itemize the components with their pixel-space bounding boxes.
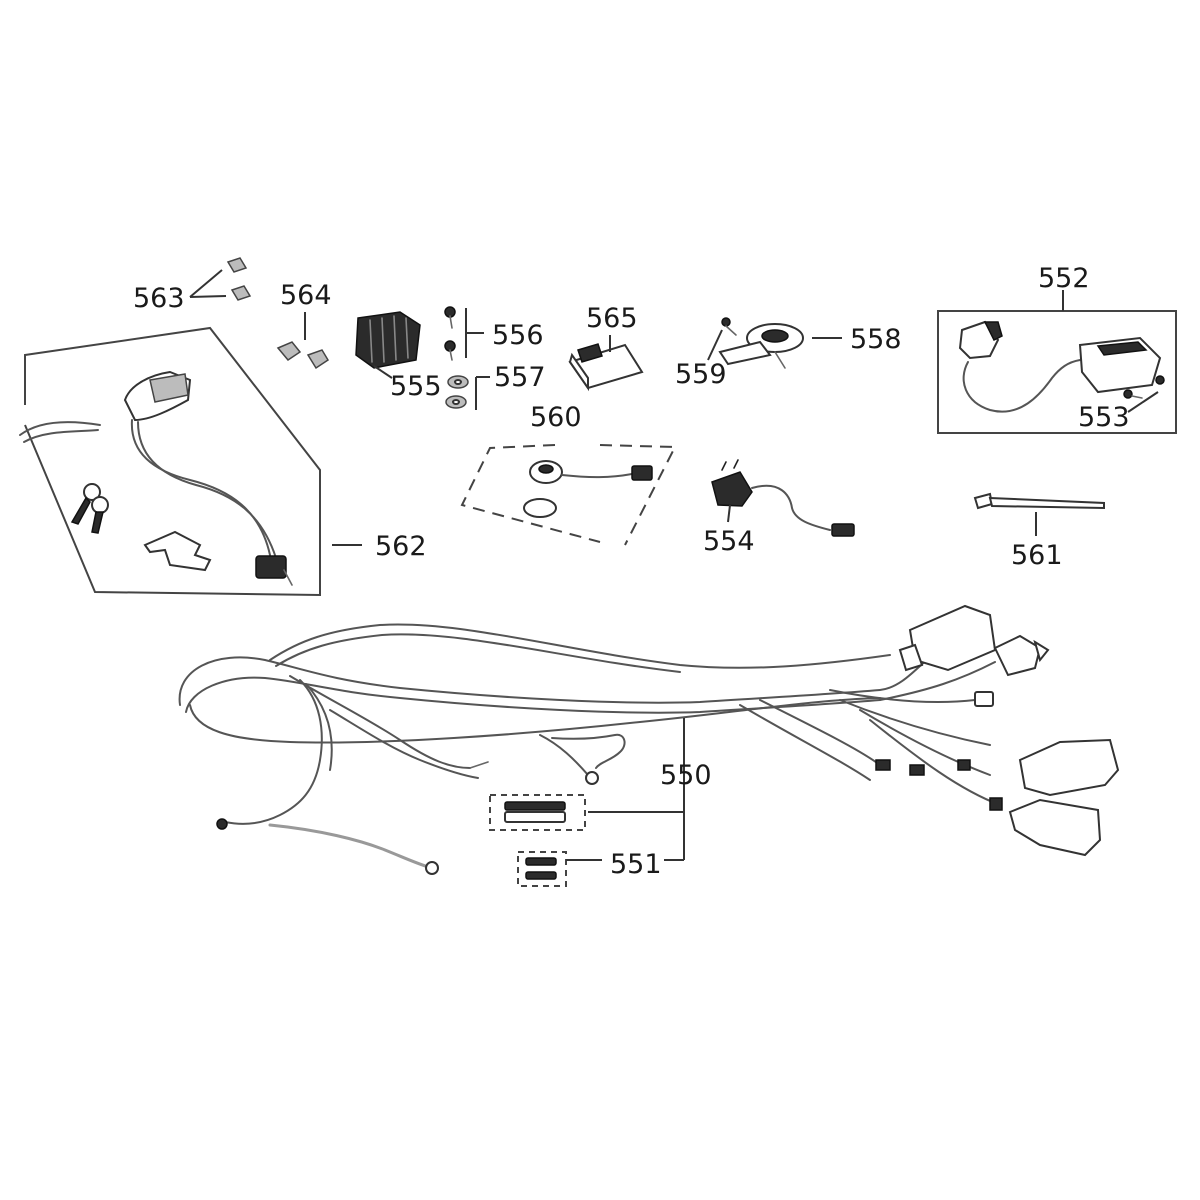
bolts-563-icon [189, 257, 252, 301]
callout-556: 556 [492, 320, 544, 351]
cdi-unit-565-icon [568, 335, 644, 392]
harness-connector-top-right-icon [993, 634, 1050, 677]
fuse-holder-icon [489, 794, 586, 831]
fuses-551-icon [517, 851, 684, 887]
starter-relay-554-icon [711, 459, 855, 537]
screw-559-icon [707, 317, 737, 361]
cable-tie-561-icon [973, 492, 1105, 536]
switch-bracket-icon [143, 530, 212, 572]
callout-559: 559 [675, 359, 727, 390]
horn-558-icon [718, 323, 842, 369]
callout-553: 553 [1078, 402, 1130, 433]
relay-560-group [460, 444, 677, 546]
callout-550: 550 [660, 760, 712, 791]
harness-connector-small-icon [974, 691, 994, 707]
nuts-564-icon [276, 312, 330, 370]
harness-connector-right-icon [1018, 738, 1120, 797]
screws-556-icon [444, 306, 484, 361]
callout-562: 562 [375, 531, 427, 562]
main-wiring-harness-550-icon [178, 604, 1120, 875]
ignition-switch-icon [123, 370, 293, 586]
washers-557-icon [445, 375, 490, 410]
coil-bolts-553-icon [1123, 375, 1165, 413]
callout-554: 554 [703, 526, 755, 557]
harness-connector-bottom-icon [1008, 798, 1102, 857]
callout-563: 563 [133, 283, 185, 314]
ignition-switch-group [19, 326, 321, 597]
callout-551: 551 [610, 849, 662, 880]
callout-560: 560 [530, 402, 582, 433]
callout-561: 561 [1011, 540, 1063, 571]
relay-560-icon [523, 460, 653, 518]
regulator-555-icon [355, 311, 421, 379]
spark-plug-cap-icon [958, 320, 1003, 360]
callout-557: 557 [494, 362, 546, 393]
harness-connector-top-icon [898, 604, 997, 672]
ignition-coil-icon [1078, 336, 1162, 394]
callout-565: 565 [586, 303, 638, 334]
callout-564: 564 [280, 280, 332, 311]
ignition-coil-552-group [937, 290, 1177, 434]
callout-552: 552 [1038, 263, 1090, 294]
keys-icon [70, 483, 109, 534]
harness-small-connectors-icon [875, 759, 1003, 811]
callout-558: 558 [850, 324, 902, 355]
callout-555: 555 [390, 371, 442, 402]
